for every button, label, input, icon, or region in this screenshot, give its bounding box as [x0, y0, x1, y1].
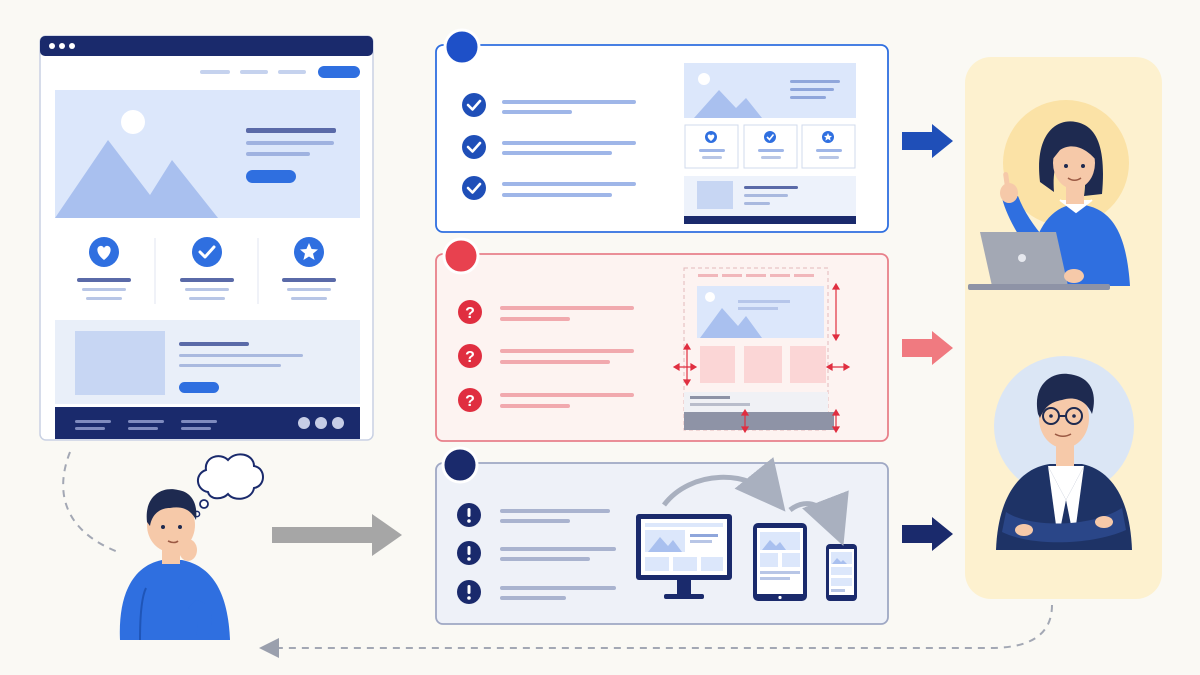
measurement-arrows-icon: [672, 282, 851, 434]
exclamation-circle-icon: [457, 580, 481, 604]
mockup-footer: [55, 407, 360, 439]
navy-status-dot: [441, 446, 479, 484]
laptop-icon: [968, 232, 1110, 290]
exclamation-circle-icon: [457, 541, 481, 565]
website-mockup: [39, 35, 374, 441]
check-circle-icon: [462, 135, 486, 159]
blue-arrow-icon: [902, 124, 953, 158]
gray-arrow-icon: [272, 514, 402, 556]
red-status-dot: [442, 237, 480, 275]
question-circle-icon: ?: [458, 388, 482, 412]
pointing-user: [968, 100, 1130, 290]
question-circle-icon: ?: [458, 344, 482, 368]
phone-icon: [826, 544, 857, 601]
mockup-nav: [200, 66, 360, 78]
thought-bubble-icon: [193, 453, 264, 518]
thinking-designer: [119, 453, 264, 641]
mockup-hero-button: [246, 170, 296, 183]
mockup-hero: [55, 90, 360, 218]
confident-user: [994, 356, 1134, 550]
glasses-icon: [1042, 407, 1083, 425]
svg-text:?: ?: [465, 349, 475, 366]
good-layout-panel: [435, 28, 889, 233]
broken-layout-panel: ? ? ?: [435, 237, 889, 442]
responsive-layout-panel: [435, 446, 889, 625]
browser-titlebar: [40, 36, 373, 56]
svg-text:?: ?: [465, 393, 475, 410]
blue-status-dot: [443, 28, 481, 66]
check-circle-icon: [462, 176, 486, 200]
transition-arrow-icon: [661, 457, 786, 512]
svg-text:?: ?: [465, 305, 475, 322]
question-circle-icon: ?: [458, 300, 482, 324]
mockup-features: [77, 237, 336, 304]
sun-icon: [121, 110, 145, 134]
transition-arrow-icon: [788, 490, 849, 546]
mountain-icon: [55, 140, 218, 218]
check-icon: [192, 237, 222, 267]
desktop-icon: [636, 514, 732, 599]
heart-icon: [89, 237, 119, 267]
feedback-loop-path: [62, 451, 1053, 658]
navy-arrow-icon: [902, 517, 953, 551]
check-circle-icon: [462, 93, 486, 117]
mockup-nav-button: [318, 66, 360, 78]
red-arrow-icon: [902, 331, 953, 365]
mockup-content-card: [55, 320, 360, 404]
exclamation-circle-icon: [457, 503, 481, 527]
tablet-icon: [753, 523, 807, 601]
broken-mini-layout: [683, 267, 834, 431]
good-mini-layout: [684, 63, 856, 224]
star-icon: [294, 237, 324, 267]
